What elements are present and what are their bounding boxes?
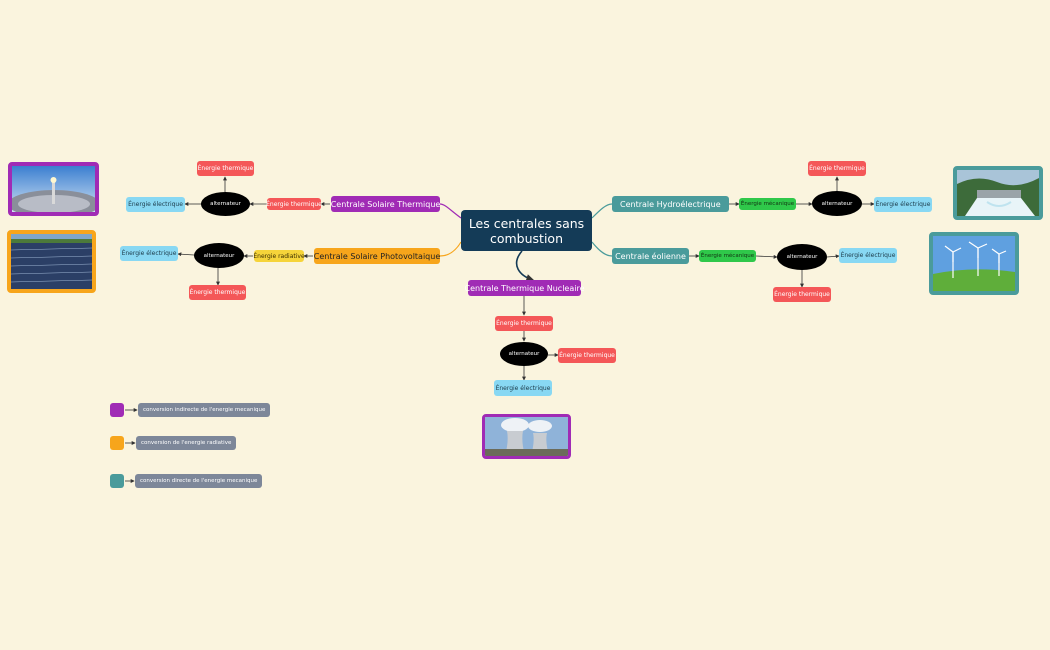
photovoltaic-output-label: Énergie électrique [121, 250, 177, 257]
photovoltaic-input[interactable]: Énergie radiative [253, 250, 305, 262]
branch-hydro-label: Centrale Hydroélectrique [620, 199, 721, 209]
solar-thermal-input[interactable]: Énergie thermique [266, 198, 322, 210]
solar-thermal-alternator[interactable]: alternateur [201, 192, 250, 216]
legend-swatch-indirect [110, 403, 124, 417]
hydro-output-label: Énergie électrique [875, 201, 931, 208]
photovoltaic-input-label: Énergie radiative [253, 252, 305, 260]
hydro-output[interactable]: Énergie électrique [874, 197, 932, 212]
hydro-input[interactable]: Énergie mécanique [739, 198, 796, 210]
photovoltaic-loss[interactable]: Énergie thermique [189, 285, 246, 300]
solar-thermal-input-label: Énergie thermique [266, 200, 322, 208]
solar-thermal-loss-label: Énergie thermique [197, 165, 254, 172]
wind-alternator[interactable]: alternateur [777, 244, 827, 270]
branch-wind[interactable]: Centrale éolienne [612, 248, 689, 264]
dam-image [953, 166, 1043, 220]
hydro-loss[interactable]: Énergie thermique [808, 161, 866, 176]
wind-turbines-image [929, 232, 1019, 295]
nuclear-loss[interactable]: Énergie thermique [558, 348, 616, 363]
solar-thermal-loss[interactable]: Énergie thermique [197, 161, 254, 176]
legend-label-indirect-text: conversion indirecte de l'energie mecani… [143, 407, 266, 413]
wind-alternator-label: alternateur [786, 254, 818, 260]
branch-nuclear-label: Centrale Thermique Nucleaire [464, 283, 585, 293]
photovoltaic-alternator[interactable]: alternateur [194, 243, 244, 268]
hydro-alternator-label: alternateur [821, 200, 853, 207]
nuclear-alternator[interactable]: alternateur [500, 342, 548, 366]
legend-label-radiative[interactable]: conversion de l'energie radiative [136, 436, 237, 450]
hydro-loss-label: Énergie thermique [809, 165, 865, 172]
branch-solar-thermal[interactable]: Centrale Solaire Thermique [331, 196, 440, 212]
nuclear-input[interactable]: Énergie thermique [495, 316, 553, 331]
legend-label-direct-text: conversion directe de l'energie mecaniqu… [140, 478, 258, 484]
nuclear-output[interactable]: Énergie électrique [494, 380, 552, 396]
photovoltaic-output[interactable]: Énergie électrique [120, 246, 178, 261]
branch-photovoltaic-label: Centrale Solaire Photovoltaique [313, 251, 441, 261]
nuclear-input-label: Énergie thermique [496, 320, 552, 327]
branch-solar-thermal-label: Centrale Solaire Thermique [330, 199, 441, 209]
central-topic[interactable]: Les centrales sans combustion [461, 210, 592, 251]
legend-swatch-direct [110, 474, 124, 488]
wind-loss-label: Énergie thermique [774, 291, 830, 298]
legend-label-direct[interactable]: conversion directe de l'energie mecaniqu… [135, 474, 263, 488]
wind-input[interactable]: Énergie mécanique [699, 250, 756, 262]
solar-thermal-output-label: Énergie électrique [128, 201, 183, 208]
photovoltaic-alternator-label: alternateur [203, 252, 235, 259]
wind-loss[interactable]: Énergie thermique [773, 287, 831, 302]
nuclear-loss-label: Énergie thermique [559, 352, 615, 359]
photovoltaic-loss-label: Énergie thermique [189, 289, 246, 296]
branch-wind-label: Centrale éolienne [615, 251, 686, 261]
hydro-alternator[interactable]: alternateur [812, 191, 862, 216]
hydro-input-label: Énergie mécanique [740, 201, 795, 207]
nuclear-output-label: Énergie électrique [495, 384, 551, 392]
legend-label-indirect[interactable]: conversion indirecte de l'energie mecani… [138, 403, 271, 417]
solar-thermal-output[interactable]: Énergie électrique [126, 197, 185, 212]
nuclear-alternator-label: alternateur [508, 351, 540, 357]
nuclear-plant-image [482, 414, 571, 459]
legend-label-radiative-text: conversion de l'energie radiative [141, 440, 232, 446]
wind-input-label: Énergie mécanique [700, 253, 755, 259]
branch-hydro[interactable]: Centrale Hydroélectrique [612, 196, 729, 212]
solar-thermal-alternator-label: alternateur [210, 201, 241, 207]
wind-output-label: Énergie électrique [840, 252, 896, 259]
solar-panels-image [7, 230, 96, 293]
wind-output[interactable]: Énergie électrique [839, 248, 897, 263]
branch-nuclear[interactable]: Centrale Thermique Nucleaire [465, 280, 585, 296]
solar-tower-image [8, 162, 99, 216]
branch-photovoltaic[interactable]: Centrale Solaire Photovoltaique [314, 248, 440, 264]
legend-swatch-radiative [110, 436, 124, 450]
central-topic-label: Les centrales sans combustion [468, 215, 585, 246]
